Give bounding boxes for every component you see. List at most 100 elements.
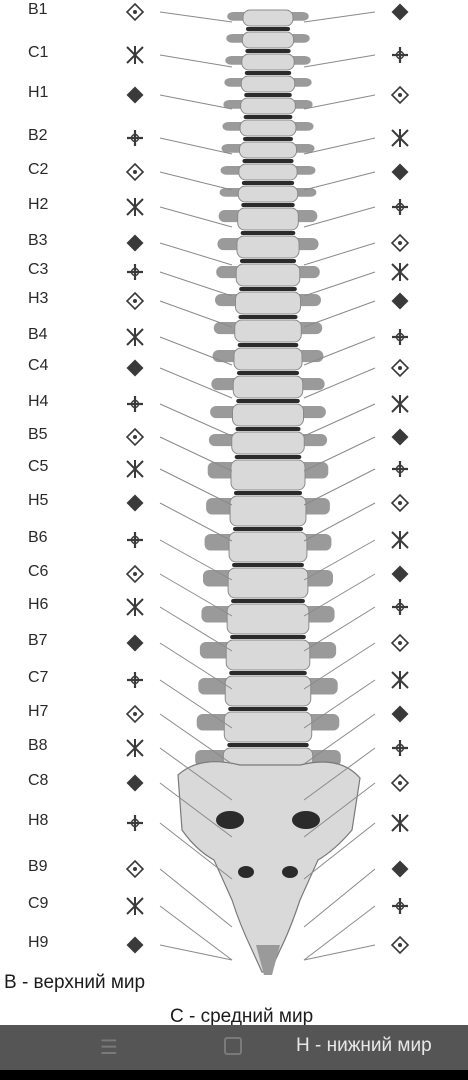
ornament-icon — [126, 198, 144, 216]
ornament-icon — [126, 774, 144, 792]
leader-line-right — [303, 468, 376, 506]
row-label: В5 — [28, 426, 48, 443]
ornament-dot — [133, 572, 137, 576]
vertebra — [229, 495, 307, 527]
spine-illustration — [125, 2, 410, 975]
ornament-ring — [130, 818, 140, 828]
leader-line-right — [303, 782, 376, 838]
ornament-icon — [392, 329, 408, 345]
row-label: В7 — [28, 632, 48, 649]
leader-line-left — [159, 206, 233, 228]
vertebra — [226, 603, 310, 635]
ornament-icon — [392, 740, 408, 756]
leader-line-right — [303, 54, 376, 68]
ornament-icon — [390, 935, 410, 955]
leader-line-right — [303, 713, 376, 765]
intervertebral-disc — [233, 527, 303, 531]
back-icon[interactable]: ‹ — [342, 1034, 350, 1058]
leader-line-left — [159, 822, 233, 880]
intervertebral-disc — [231, 599, 305, 603]
legend-middle: С - средний мир — [170, 1006, 314, 1027]
ornament-icon — [390, 358, 410, 378]
intervertebral-disc — [241, 203, 295, 207]
row-label: Н7 — [28, 703, 49, 720]
vertebra — [232, 375, 304, 399]
menu-icon[interactable]: ☰ — [100, 1035, 118, 1059]
ornament-icon — [127, 130, 143, 146]
row-label: В6 — [28, 529, 48, 546]
intervertebral-disc — [244, 71, 292, 75]
vertebra — [223, 711, 313, 743]
row-label: В3 — [28, 232, 48, 249]
vertebra — [240, 97, 296, 115]
ornament-dot — [398, 241, 402, 245]
leader-line-right — [303, 436, 376, 472]
ornament-icon — [390, 493, 410, 513]
row-label: Н2 — [28, 196, 49, 213]
intervertebral-disc — [239, 287, 297, 291]
ornament-icon — [125, 2, 145, 22]
leader-line-left — [159, 713, 233, 765]
ornament-icon — [126, 598, 144, 616]
intervertebral-disc — [229, 671, 307, 675]
ornament-icon — [127, 672, 143, 688]
vertebra — [240, 75, 296, 93]
leader-line-left — [159, 747, 233, 801]
row-label: Н8 — [28, 812, 49, 829]
leader-line-right — [303, 94, 376, 110]
leader-line-right — [303, 868, 376, 928]
ornament-icon — [390, 85, 410, 105]
ornament-icon — [391, 814, 409, 832]
sacral-foramen — [292, 811, 320, 829]
ornament-icon — [391, 531, 409, 549]
leader-line-right — [303, 171, 376, 191]
intervertebral-disc — [246, 27, 290, 31]
leader-line-left — [159, 11, 233, 23]
intervertebral-disc — [237, 343, 299, 347]
leader-line-right — [303, 242, 376, 266]
leader-line-left — [159, 171, 233, 191]
home-icon[interactable] — [224, 1037, 242, 1055]
ornament-icon — [127, 532, 143, 548]
intervertebral-disc — [243, 115, 293, 119]
leader-line-left — [159, 573, 233, 617]
row-label: В8 — [28, 737, 48, 754]
ornament-ring — [395, 464, 405, 474]
ornament-ring — [395, 332, 405, 342]
intervertebral-disc — [236, 399, 300, 403]
ornament-icon — [126, 739, 144, 757]
leader-line-right — [303, 336, 376, 366]
vertebra — [234, 319, 302, 343]
ornament-icon — [126, 460, 144, 478]
ornament-icon — [126, 936, 144, 954]
row-label: В1 — [28, 1, 48, 18]
ornament-icon — [126, 46, 144, 64]
ornament-dot — [398, 501, 402, 505]
ornament-ring — [130, 535, 140, 545]
ornament-icon — [391, 705, 409, 723]
ornament-icon — [391, 395, 409, 413]
sacral-foramen — [216, 811, 244, 829]
ornament-icon — [126, 897, 144, 915]
intervertebral-disc — [239, 259, 297, 263]
leader-line-left — [159, 271, 233, 297]
ornament-icon — [392, 199, 408, 215]
ornament-icon — [391, 163, 409, 181]
ornament-dot — [398, 93, 402, 97]
leader-line-right — [303, 11, 376, 23]
row-label: С8 — [28, 772, 49, 789]
row-label: Н1 — [28, 84, 49, 101]
leader-line-right — [303, 944, 376, 961]
ornament-icon — [126, 328, 144, 346]
sacral-foramen — [238, 866, 254, 878]
vertebra — [236, 235, 300, 259]
ornament-icon — [391, 263, 409, 281]
vertebra — [234, 291, 302, 315]
ornament-icon — [127, 396, 143, 412]
ornament-icon — [391, 292, 409, 310]
leader-line-right — [303, 502, 376, 542]
row-label: С2 — [28, 161, 49, 178]
leader-line-left — [159, 336, 233, 366]
leader-line-right — [303, 606, 376, 652]
leader-line-left — [159, 539, 233, 581]
